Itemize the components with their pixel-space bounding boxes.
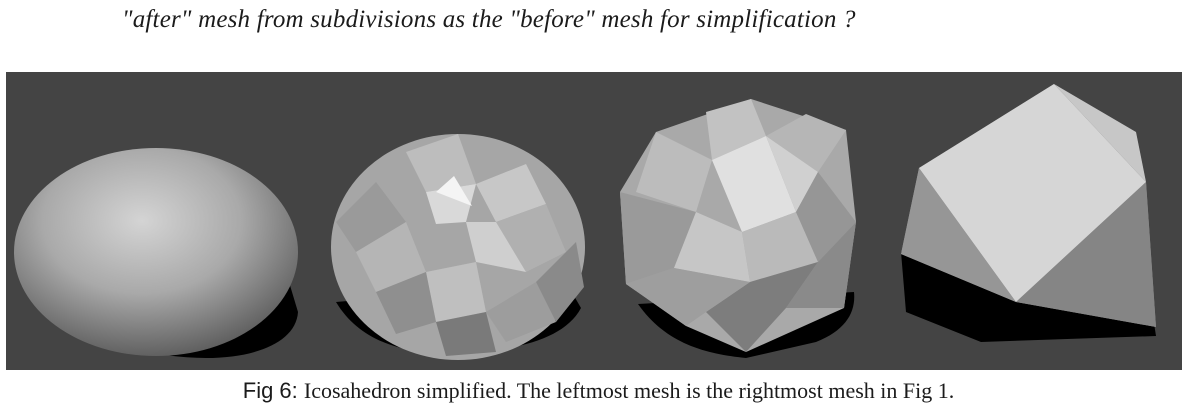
figure-caption: Fig 6: Icosahedron simplified. The leftm… — [0, 378, 1197, 404]
question-text: "after" mesh from subdivisions as the "b… — [122, 6, 856, 33]
caption-text: Icosahedron simplified. The leftmost mes… — [303, 378, 955, 403]
figure-meshes — [6, 72, 1182, 370]
mesh-geosphere — [331, 134, 585, 360]
caption-label: Fig 6: — [242, 378, 304, 403]
mesh-smooth-sphere — [14, 148, 298, 358]
mesh-medium-poly — [620, 99, 856, 358]
mesh-icosahedron — [901, 84, 1156, 342]
